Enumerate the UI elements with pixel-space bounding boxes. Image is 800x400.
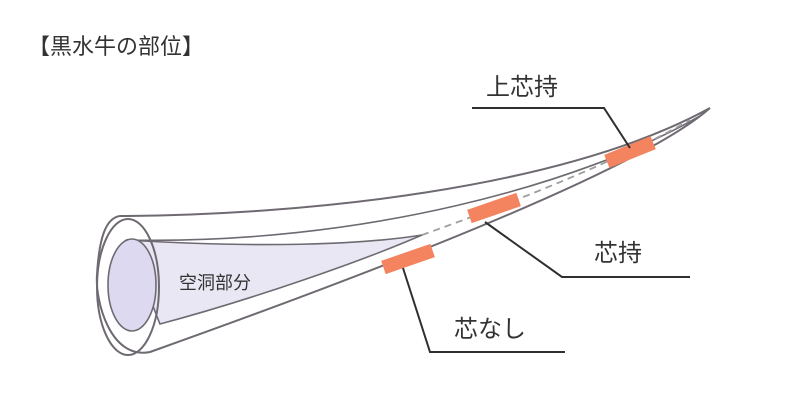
- marker-no-core: [381, 243, 435, 275]
- label-hollow: 空洞部分: [179, 273, 251, 294]
- marker-core: [467, 192, 521, 224]
- leader-line-no-core: [402, 267, 565, 353]
- core-center-line: [421, 119, 691, 236]
- label-no-core: 芯なし: [454, 315, 526, 343]
- diagram-title: 【黒水牛の部位】: [28, 35, 204, 60]
- label-top-core: 上芯持: [486, 73, 558, 101]
- base-opening-inner: [107, 238, 157, 332]
- leader-line-top-core: [472, 107, 631, 149]
- hollow-cavity: [125, 234, 423, 325]
- leader-line-core: [484, 221, 690, 278]
- base-opening-outer: [96, 218, 160, 356]
- label-core: 芯持: [594, 239, 642, 267]
- marker-top-core: [604, 136, 656, 168]
